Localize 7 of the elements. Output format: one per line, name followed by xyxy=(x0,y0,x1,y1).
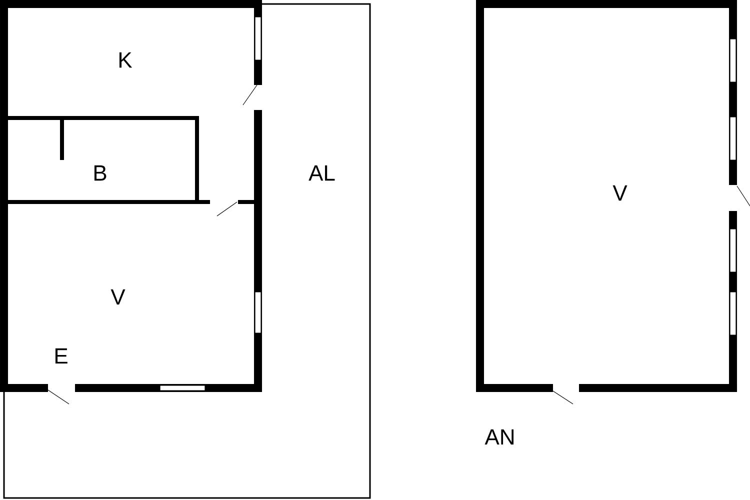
room-label: V xyxy=(612,185,628,201)
room-label: AN xyxy=(484,429,514,445)
room-label: E xyxy=(55,348,68,364)
room-label: B xyxy=(94,165,106,181)
room-label: AL xyxy=(308,165,335,181)
room-label: V xyxy=(110,289,126,305)
room-label: K xyxy=(119,52,132,68)
